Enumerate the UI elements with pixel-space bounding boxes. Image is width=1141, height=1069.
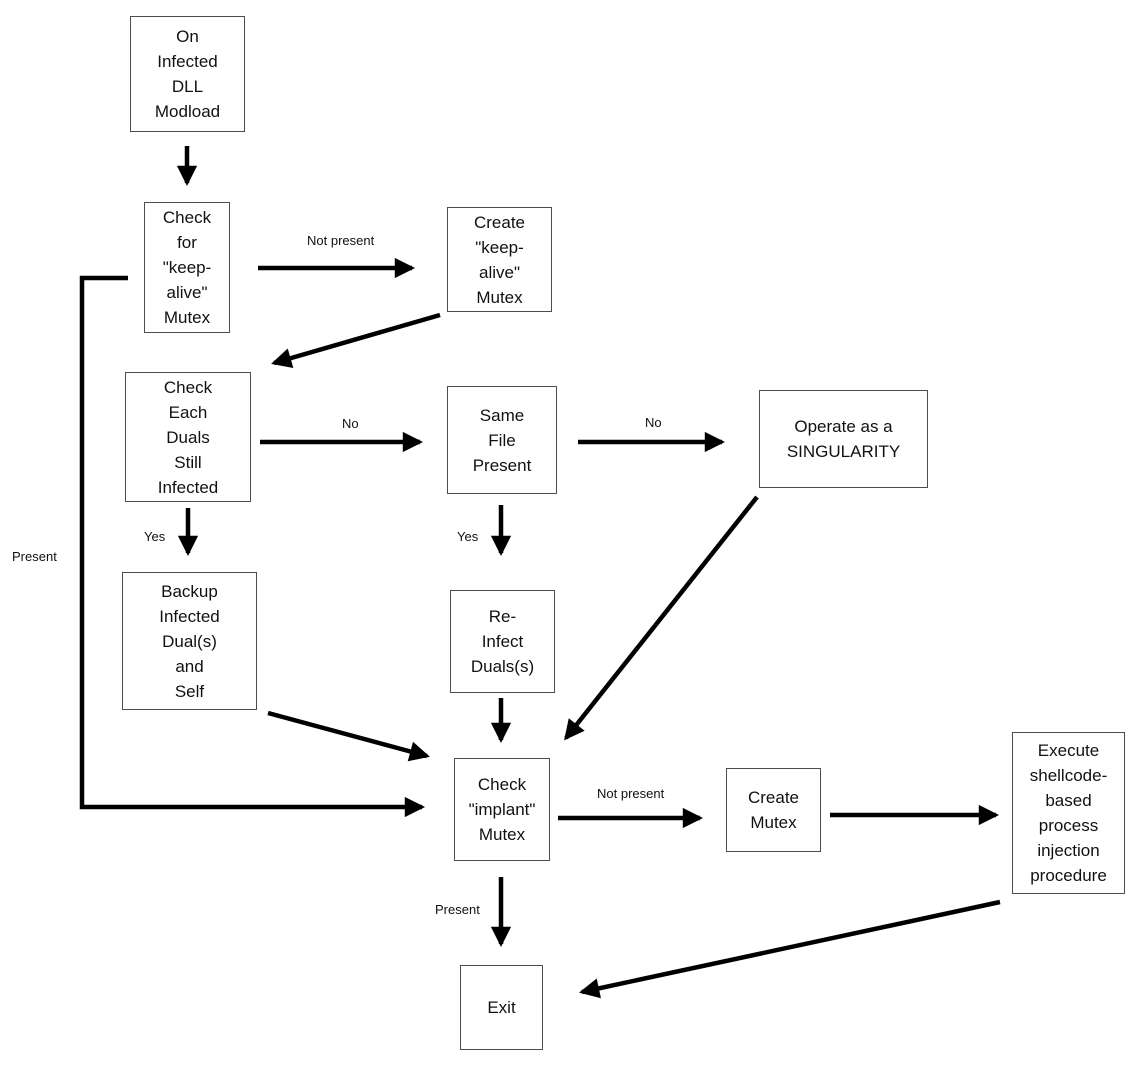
edge-create-keepalive-to-check-duals [271,312,441,368]
edge-singularity-to-check-implant [564,495,759,741]
edge-execute-to-exit [579,899,1001,999]
edge-backup-to-check-implant [267,710,430,762]
node-check-each-duals-still-infected: Check Each Duals Still Infected [125,372,251,502]
node-check-keepalive-mutex: Check for "keep- alive" Mutex [144,202,230,333]
edge-label-keepalive-not-present: Not present [307,233,375,248]
edge-label-samefile-yes: Yes [457,529,479,544]
node-create-mutex: Create Mutex [726,768,821,852]
edge-label-implant-not-present: Not present [597,786,665,801]
node-reinfect-duals: Re- Infect Duals(s) [450,590,555,693]
edge-label-duals-no: No [342,416,359,431]
node-operate-as-singularity: Operate as a SINGULARITY [759,390,928,488]
node-exit: Exit [460,965,543,1050]
edge-label-duals-yes: Yes [144,529,166,544]
edge-label-samefile-no: No [645,415,662,430]
node-check-implant-mutex: Check "implant" Mutex [454,758,550,861]
node-create-keepalive-mutex: Create "keep- alive" Mutex [447,207,552,312]
edge-label-implant-present: Present [435,902,480,917]
edge-keepalive-present-feedback-to-check-implant [79,275,426,818]
edge-label-keepalive-present: Present [12,549,57,564]
node-execute-shellcode-injection: Execute shellcode- based process injecti… [1012,732,1125,894]
node-same-file-present: Same File Present [447,386,557,494]
node-on-infected-dll-modload: On Infected DLL Modload [130,16,245,132]
node-backup-infected-duals-and-self: Backup Infected Dual(s) and Self [122,572,257,710]
